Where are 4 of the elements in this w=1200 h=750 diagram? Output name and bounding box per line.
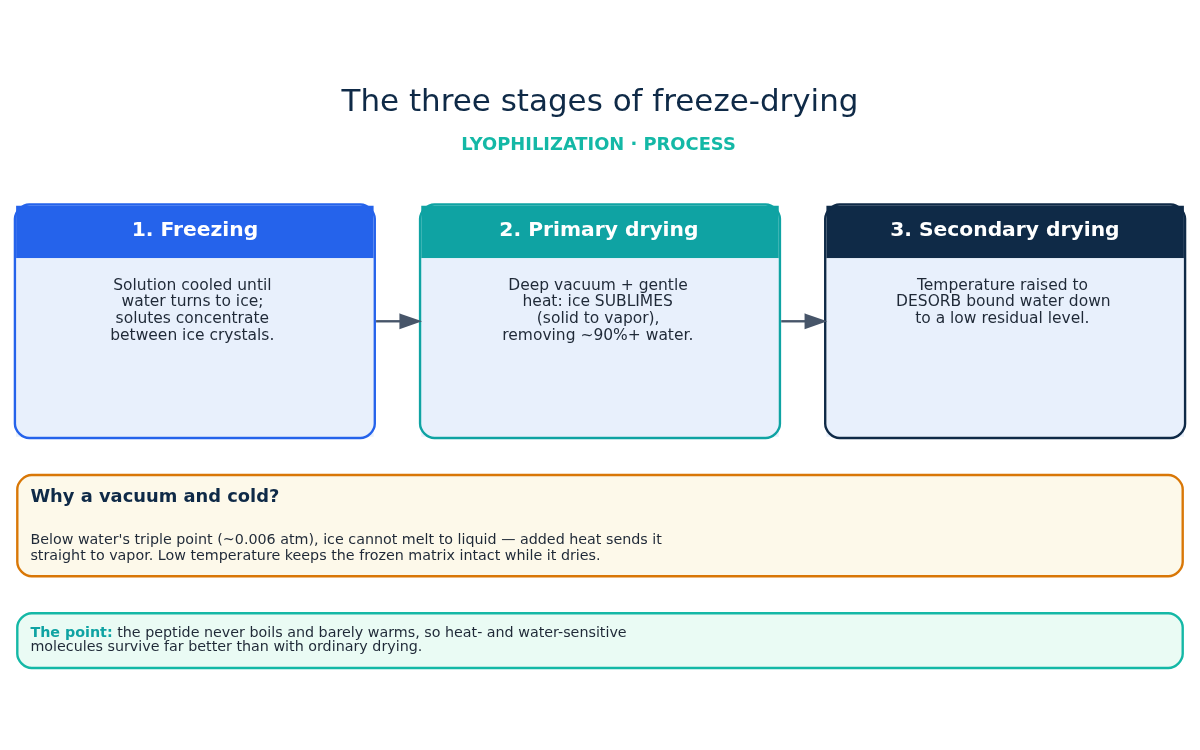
label: LYOPHILIZATION · PROCESS [461, 132, 736, 154]
diagram-title: The three stages of freeze-drying [341, 81, 859, 118]
arrow [781, 312, 828, 329]
arrow [376, 312, 423, 329]
